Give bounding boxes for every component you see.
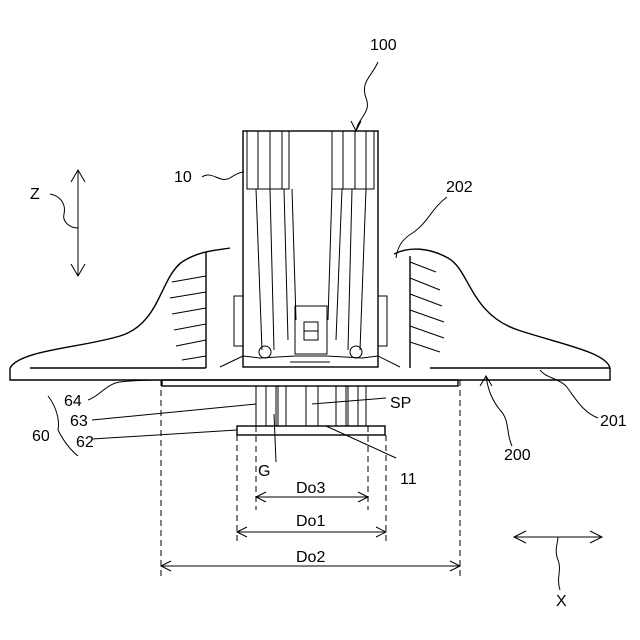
label-do1: Do1: [296, 513, 325, 530]
panel-200: [10, 248, 610, 380]
label-do3: Do3: [296, 480, 325, 497]
label-sp: SP: [390, 395, 411, 412]
label-10: 10: [174, 169, 192, 186]
reference-labels: 100 10 202 Z 64 63 60 62 SP 201 200 G 11…: [30, 37, 627, 610]
label-202: 202: [446, 179, 473, 196]
hatching-right: [410, 262, 444, 352]
label-do2: Do2: [296, 549, 325, 566]
label-64: 64: [64, 393, 82, 410]
label-100: 100: [370, 37, 397, 54]
x-axis-arrow: [514, 531, 602, 590]
device-10-body: [220, 131, 400, 367]
label-11: 11: [400, 471, 417, 488]
label-z: Z: [30, 186, 40, 203]
label-60: 60: [32, 428, 50, 445]
label-201: 201: [600, 413, 627, 430]
label-x: X: [556, 593, 567, 610]
z-axis-arrow: [50, 170, 85, 276]
connector-60: [162, 380, 458, 435]
label-63: 63: [70, 413, 88, 430]
label-62: 62: [76, 434, 94, 451]
leader-lines: [48, 62, 598, 462]
label-200: 200: [504, 447, 531, 464]
hatching-left: [170, 276, 206, 360]
label-g: G: [258, 463, 270, 480]
